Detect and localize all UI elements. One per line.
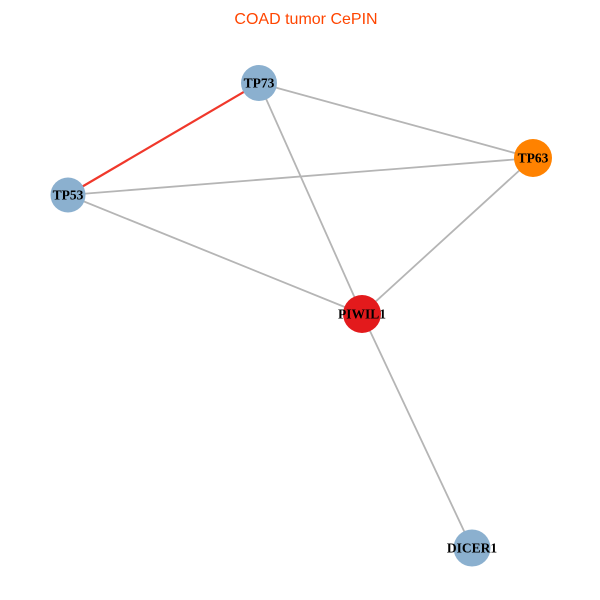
node-TP53 xyxy=(50,177,86,213)
node-TP63 xyxy=(514,139,552,177)
node-DICER1 xyxy=(453,529,491,567)
edge-TP53-TP73 xyxy=(67,82,260,196)
node-PIWIL1 xyxy=(343,295,381,333)
edge-TP63-PIWIL1 xyxy=(361,157,534,315)
edge-TP73-TP63 xyxy=(258,82,534,159)
node-TP73 xyxy=(241,65,277,101)
edge-PIWIL1-DICER1 xyxy=(361,313,473,549)
plot-title: COAD tumor CePIN xyxy=(234,11,378,28)
edge-TP53-TP63 xyxy=(67,157,534,196)
edge-TP53-PIWIL1 xyxy=(67,194,363,315)
edge-TP73-PIWIL1 xyxy=(258,82,363,315)
